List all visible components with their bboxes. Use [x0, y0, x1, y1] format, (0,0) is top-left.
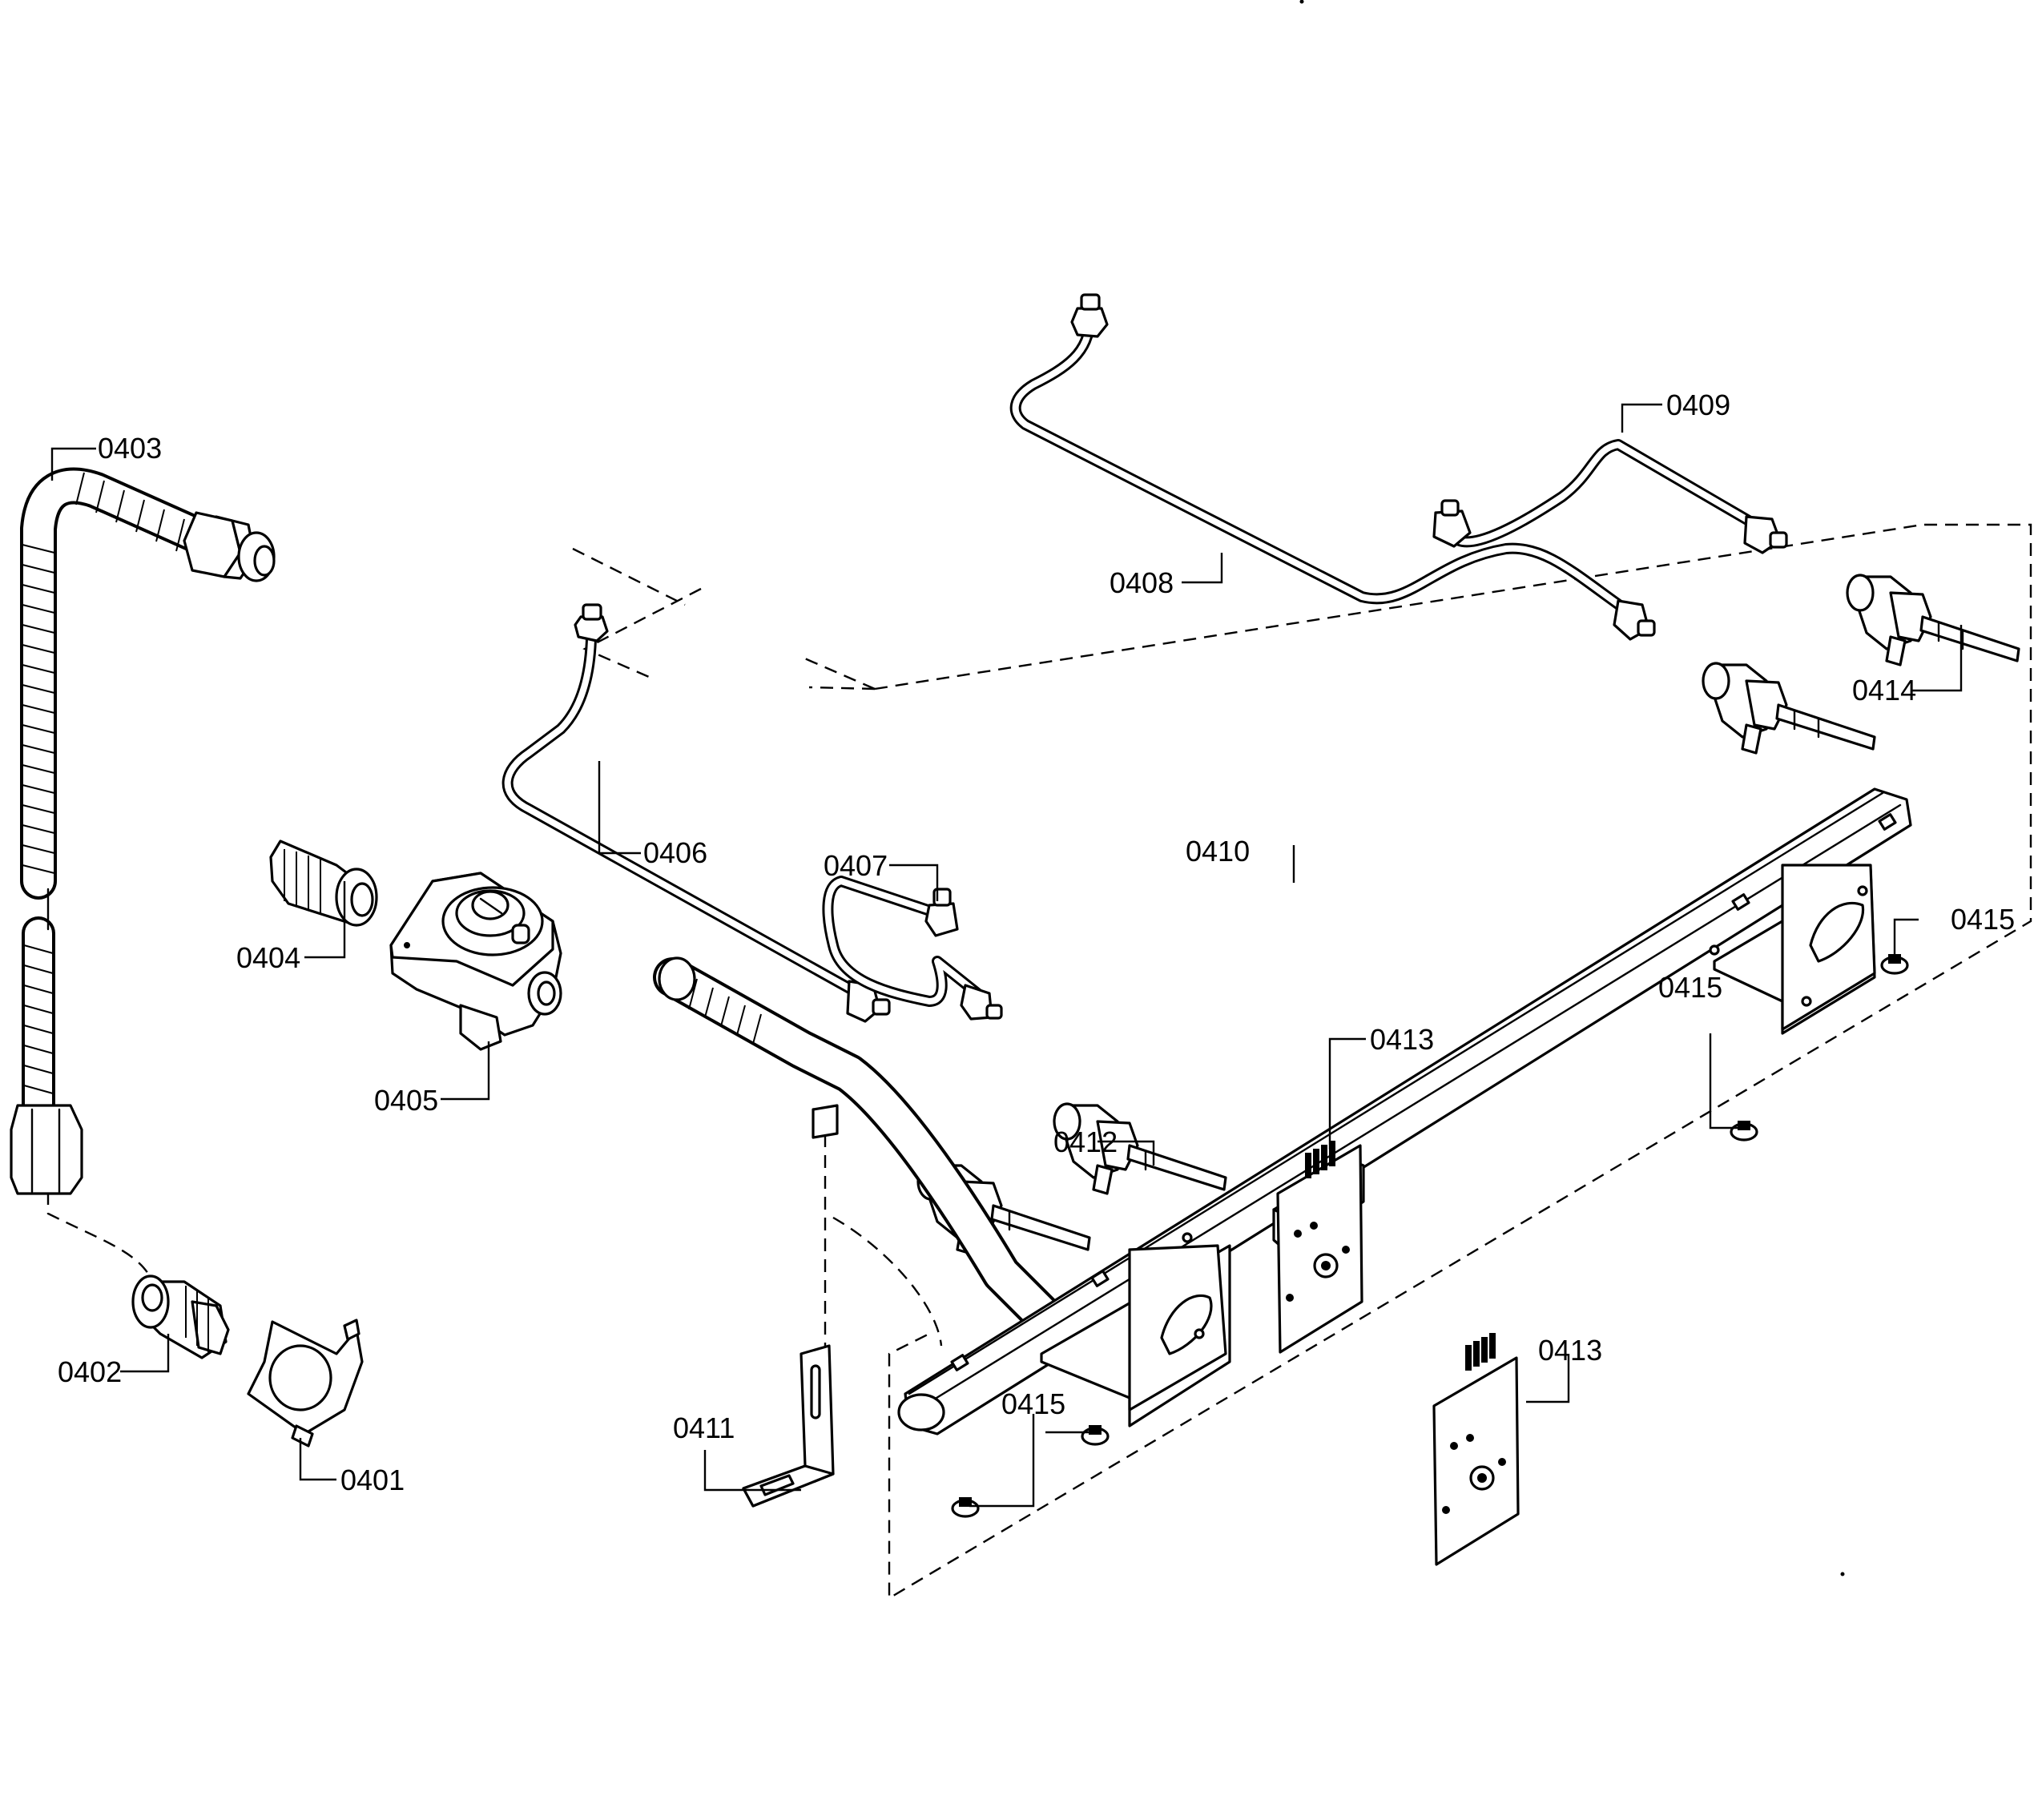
callout-0414: 0414 [1852, 674, 1916, 707]
control-module-0413-upper [1272, 1141, 1365, 1354]
callout-0402: 0402 [58, 1355, 122, 1388]
pressure-regulator-0405 [389, 872, 562, 1051]
callout-0415-middle: 0415 [1658, 971, 1722, 1004]
dashed-assembly-outline [46, 523, 2032, 1601]
inlet-fitting-0402 [131, 1274, 230, 1359]
callout-0415-right: 0415 [1951, 903, 2015, 936]
gas-valve-0414-upper [1846, 574, 2020, 666]
flex-hose-0403 [10, 467, 276, 1195]
gas-tube-0409 [1432, 439, 1788, 554]
callout-0413-lower: 0413 [1538, 1334, 1602, 1367]
callout-0413-upper: 0413 [1370, 1023, 1434, 1056]
callout-0409: 0409 [1666, 389, 1730, 421]
callout-0410: 0410 [1186, 835, 1250, 868]
loop-tube-0407 [822, 876, 1003, 1021]
gas-valve-0414-lower [1702, 662, 1876, 755]
callout-labels: 0403 0404 0405 0406 0407 0408 0409 0410 … [58, 389, 2015, 1496]
callout-0408: 0408 [1110, 566, 1174, 599]
gas-tube-0408 [1009, 293, 1656, 641]
manifold-0410 [653, 787, 1912, 1435]
callout-0415-left: 0415 [1001, 1387, 1065, 1420]
callout-0405: 0405 [374, 1084, 438, 1117]
callout-0407: 0407 [824, 849, 888, 882]
control-module-0413-lower [1432, 1333, 1520, 1566]
callout-0411: 0411 [673, 1411, 735, 1444]
callout-0403: 0403 [98, 432, 162, 465]
gas-tube-0406 [501, 603, 891, 1023]
callout-0404: 0404 [236, 941, 300, 974]
adapter-fitting-0404 [269, 840, 378, 927]
l-bracket-0411 [742, 1104, 839, 1508]
callout-0401: 0401 [340, 1464, 405, 1496]
mounting-bracket-0401 [247, 1319, 364, 1448]
callout-0406: 0406 [643, 836, 707, 869]
callout-0412: 0412 [1053, 1125, 1118, 1158]
leader-lines [50, 403, 1963, 1508]
